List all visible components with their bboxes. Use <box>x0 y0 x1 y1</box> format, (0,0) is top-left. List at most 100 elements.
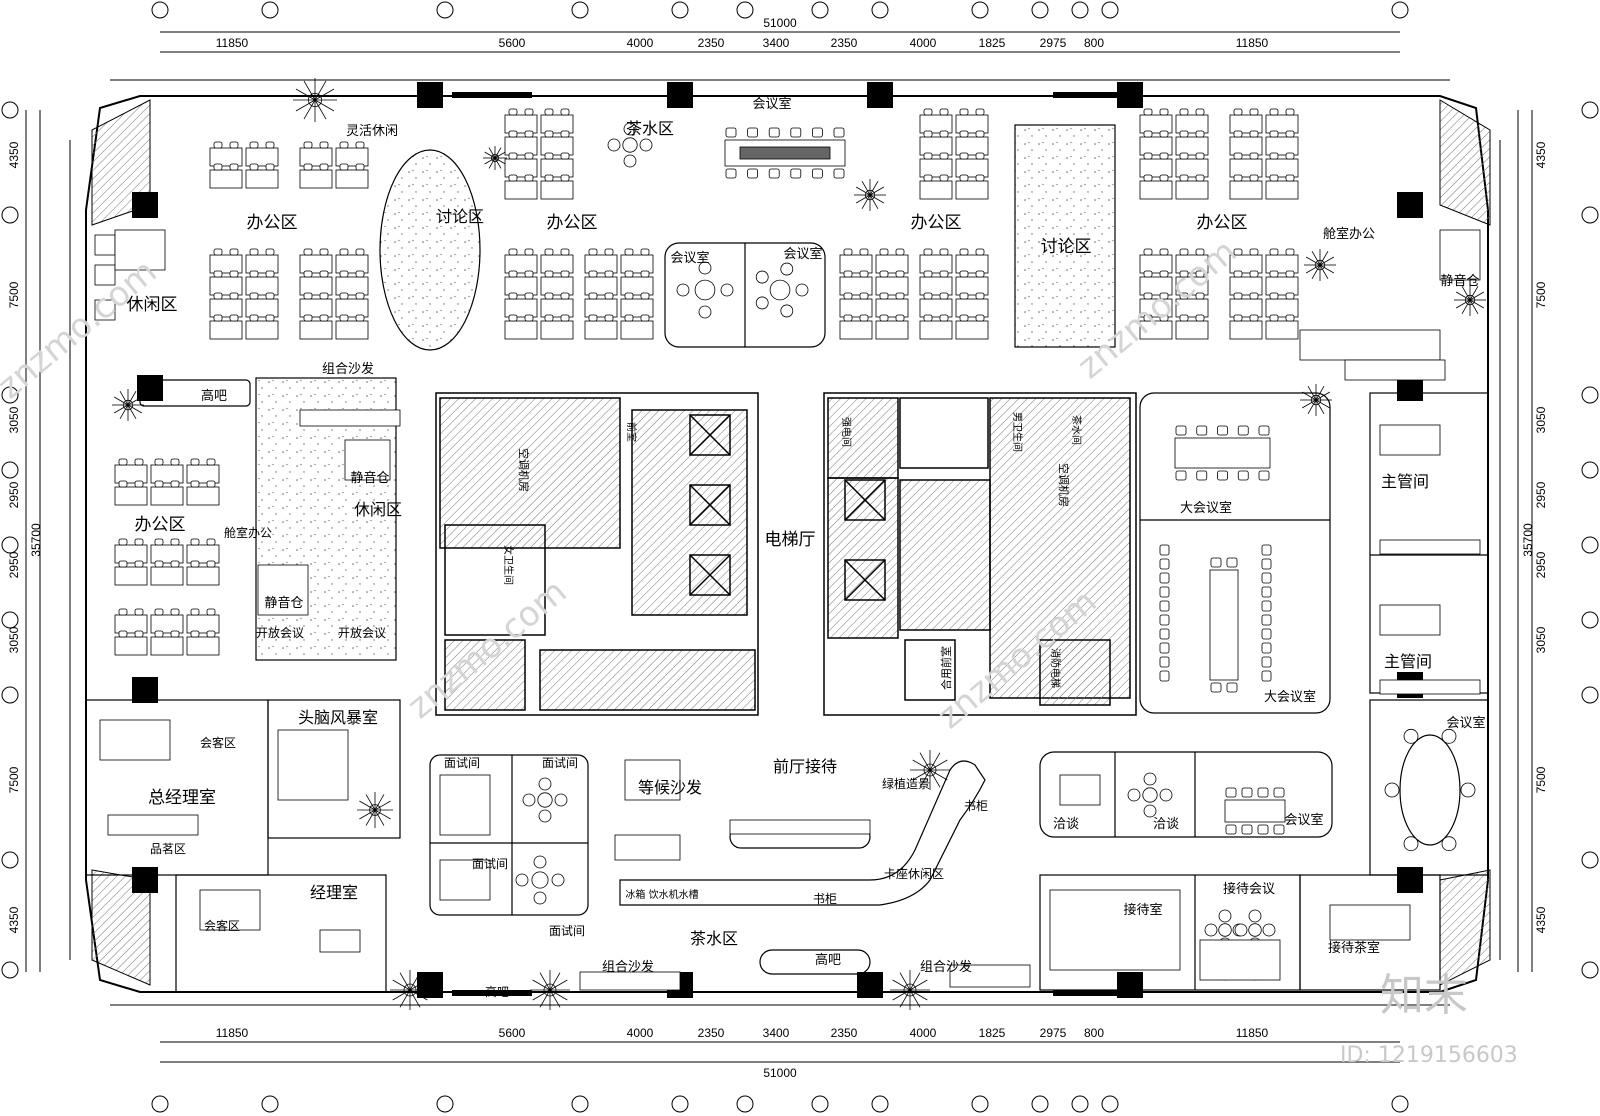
sofa <box>277 729 349 801</box>
axis-bubble <box>971 1 989 19</box>
room-label-meeting-small-a: 会议室 <box>670 250 709 266</box>
core-label-front-room-a: 前室 <box>625 422 638 442</box>
plant <box>112 389 144 421</box>
axis-bubble <box>1581 206 1599 224</box>
quiet-pod <box>257 564 309 616</box>
axis-bubble <box>436 1 454 19</box>
room-label-front-reception: 前厅接待 <box>773 757 837 776</box>
dimension-left-segment: 7500 <box>7 281 21 308</box>
chair <box>1159 572 1170 584</box>
room-label-interview-c: 面试间 <box>472 856 508 871</box>
plant <box>890 970 930 1010</box>
round-table-set <box>1127 772 1173 818</box>
dimension-bottom-segment: 11850 <box>1236 1026 1269 1040</box>
dimension-top-segment: 2350 <box>831 36 858 50</box>
room-label-office-a: 办公区 <box>247 213 298 233</box>
room-label-office-b: 办公区 <box>547 213 598 233</box>
axis-bubble <box>1 461 19 479</box>
room-label-negotiation-b: 洽谈 <box>1153 817 1179 832</box>
core-label-fire-elevator: 消防电梯 <box>1049 648 1062 688</box>
chair <box>1403 836 1419 852</box>
axis-bubble <box>1581 611 1599 629</box>
plant <box>390 970 430 1010</box>
chair <box>1261 544 1272 556</box>
desk <box>1379 424 1441 456</box>
axis-bubble <box>811 1 829 19</box>
desk <box>199 889 261 931</box>
column <box>667 82 693 108</box>
room-label-big-meeting-a: 大会议室 <box>1180 500 1232 516</box>
plant <box>1454 284 1486 316</box>
dimension-left-segment: 4350 <box>7 906 21 933</box>
meeting-table <box>1174 425 1271 481</box>
chair <box>1261 600 1272 612</box>
watermark-brand: 知末 <box>1380 970 1468 1021</box>
meeting-table-strip <box>739 146 831 160</box>
room-label-manager-office: 经理室 <box>310 883 358 902</box>
room-label-open-meeting-b: 开放会议 <box>338 625 386 640</box>
quiet-pod <box>1439 229 1481 281</box>
column <box>1397 867 1423 893</box>
room-label-combo-sofa-top: 组合沙发 <box>322 361 374 377</box>
sofa <box>579 971 681 991</box>
sofa <box>1049 889 1181 971</box>
dimension-top-segment: 2350 <box>698 36 725 50</box>
axis-bubble <box>1 101 19 119</box>
axis-bubble <box>1581 536 1599 554</box>
room-label-gm-office: 总经理室 <box>148 788 216 808</box>
axis-bubble <box>1101 1 1119 19</box>
desk <box>319 929 361 953</box>
axis-bubble <box>1 686 19 704</box>
axis-bubble <box>1581 101 1599 119</box>
room-label-lounge-left: 休闲区 <box>127 295 178 315</box>
sofa <box>614 834 681 861</box>
round-table-set <box>515 855 565 905</box>
axis-bubble <box>1031 1095 1049 1113</box>
room-label-bookcase-a: 书柜 <box>964 799 988 813</box>
pod-desk <box>1299 329 1441 361</box>
workstation-cluster <box>1139 108 1209 200</box>
room-label-flex-lounge: 灵活休闲 <box>346 124 398 139</box>
dimension-top <box>160 31 1400 53</box>
dimension-right-segment: 2950 <box>1534 551 1548 578</box>
axis-bubble <box>736 1 754 19</box>
column <box>132 677 158 703</box>
room-label-combo-sofa-b: 组合沙发 <box>920 959 972 975</box>
round-table-set <box>522 777 568 823</box>
table <box>1059 774 1101 806</box>
core-label-ac-room-a: 空调机房 <box>517 448 531 492</box>
room-label-tea-area-bottom: 茶水区 <box>690 929 738 948</box>
furniture-piece <box>114 229 166 271</box>
chair <box>1159 600 1170 612</box>
room-label-guest-area-b: 会客区 <box>204 918 240 933</box>
room-label-interview-d: 面试间 <box>549 923 585 938</box>
room-label-interview-a: 面试间 <box>444 755 480 770</box>
column <box>867 82 893 108</box>
axis-bubble <box>571 1 589 19</box>
axis-bubble <box>436 1095 454 1113</box>
room-label-meeting-top: 会议室 <box>752 96 791 112</box>
axis-bubble <box>1581 461 1599 479</box>
room-label-quiet-pod-right: 静音仓 <box>1440 273 1479 289</box>
dimension-right-segment: 4350 <box>1534 141 1548 168</box>
axis-bubble <box>1 961 19 979</box>
chair <box>1159 544 1170 556</box>
core-labels: 空调机房前室女卫生间空调机房男卫生间茶水间强电间合用前室消防电梯 <box>502 412 1083 690</box>
chair <box>1159 656 1170 668</box>
room-label-elevator-hall: 电梯厅 <box>765 530 816 550</box>
column <box>132 867 158 893</box>
room-label-fridge-row: 冰箱 饮水机水槽 <box>625 888 698 901</box>
workstation-cluster <box>114 458 220 506</box>
column <box>417 972 443 998</box>
dimension-left-segment: 3050 <box>7 406 21 433</box>
dimension-right-segment: 7500 <box>1534 766 1548 793</box>
chair <box>1261 586 1272 598</box>
room-label-open-meeting-a: 开放会议 <box>256 625 304 640</box>
furniture-piece <box>94 234 116 256</box>
chair <box>1403 728 1419 744</box>
axis-bubble <box>1031 1 1049 19</box>
window-bar <box>1053 92 1133 98</box>
core-label-male-wc: 男卫生间 <box>1011 412 1024 452</box>
table <box>439 859 491 901</box>
